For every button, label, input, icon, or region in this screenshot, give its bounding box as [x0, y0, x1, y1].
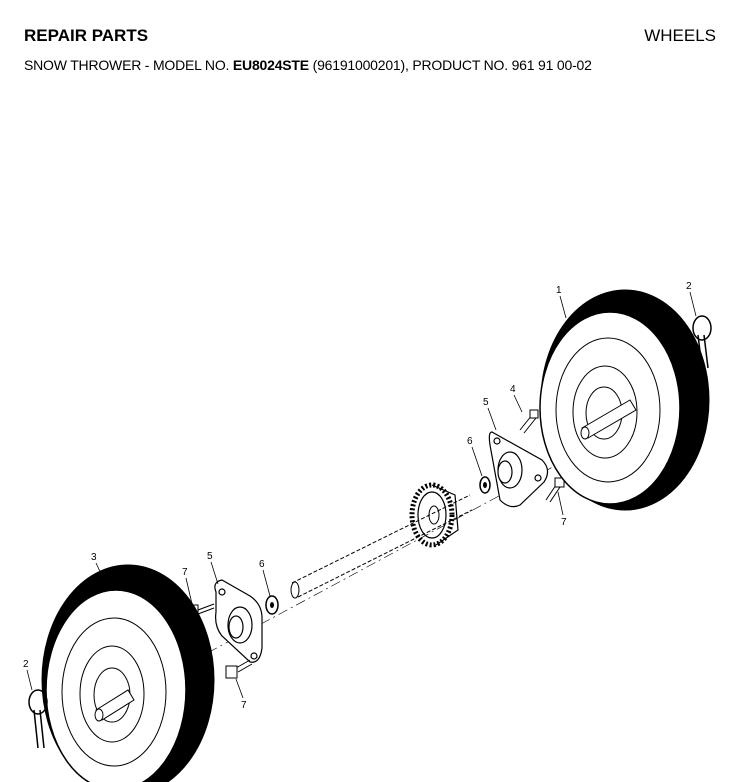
callout-5-right: 5 — [483, 397, 489, 408]
leader-lines — [26, 291, 697, 699]
callout-5-left: 5 — [207, 551, 213, 562]
right-washer-hole — [483, 482, 487, 488]
callout-7-left-lower: 7 — [241, 700, 247, 711]
callout-6-right: 6 — [467, 436, 473, 447]
callout-7-right: 7 — [561, 517, 567, 528]
model-number: EU8024STE — [232, 57, 309, 73]
left-bearing-flange — [214, 579, 263, 663]
callouts: 1 2 4 5 6 7 3 7 5 6 2 7 — [23, 281, 692, 711]
left-washer-hole — [270, 602, 274, 608]
left-lynch-pin — [28, 689, 48, 749]
callout-2-left: 2 — [23, 659, 29, 670]
callout-7-left-upper: 7 — [182, 567, 188, 578]
callout-3: 3 — [91, 552, 97, 563]
callout-1: 1 — [556, 285, 562, 296]
callout-2-right: 2 — [686, 281, 692, 292]
section-title: WHEELS — [644, 26, 716, 45]
callout-6-left: 6 — [259, 559, 265, 570]
right-bearing-flange — [488, 431, 549, 508]
right-lynch-pin — [692, 315, 712, 369]
left-wheel — [41, 564, 215, 782]
right-bolt-4 — [519, 409, 539, 434]
left-bolt-7-lower — [225, 659, 253, 679]
subtitle-suffix: (96191000201), PRODUCT NO. 961 91 00-02 — [308, 57, 592, 73]
axle-gear — [409, 482, 459, 548]
page-title: REPAIR PARTS — [24, 26, 149, 45]
right-bolt-7 — [545, 477, 565, 503]
axle-shaft — [290, 494, 473, 599]
axle-centerline — [119, 419, 641, 701]
model-subtitle: SNOW THROWER - MODEL NO. EU8024STE (9619… — [24, 57, 592, 73]
subtitle-prefix: SNOW THROWER - MODEL NO. — [24, 57, 233, 73]
callout-4: 4 — [510, 384, 516, 395]
right-wheel — [539, 289, 710, 511]
